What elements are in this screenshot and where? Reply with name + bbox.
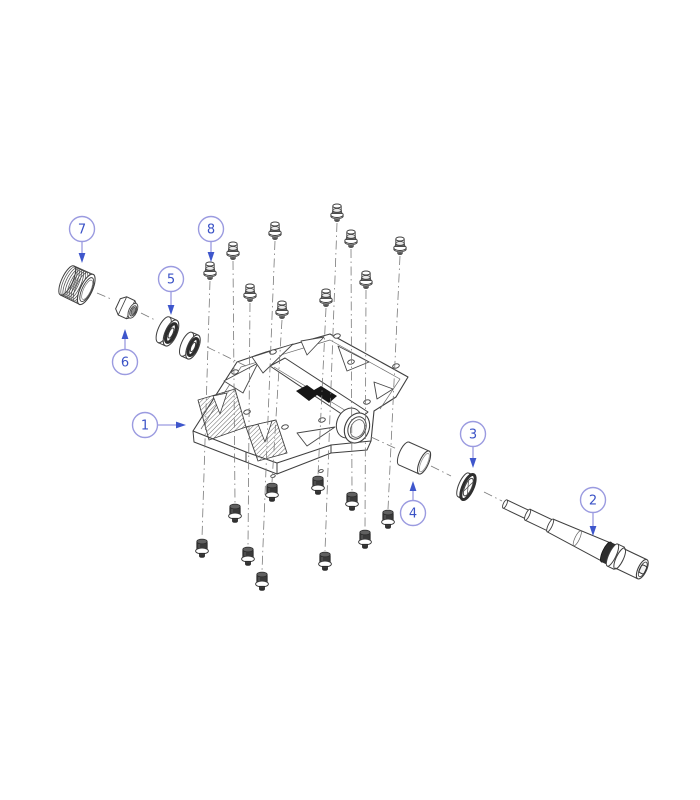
bushing-drawing: [396, 441, 432, 475]
callout-circle: [68, 215, 96, 243]
callout-circle: [459, 420, 487, 448]
callout-arrow: [167, 305, 175, 315]
pedal-body-drawing: [192, 333, 409, 478]
callout-arrow: [78, 253, 86, 263]
callout-number: 2: [589, 494, 597, 509]
callout-number: 5: [167, 273, 175, 288]
callout-1: 1: [131, 411, 186, 439]
callout-arrow: [589, 526, 597, 536]
pin-holes: [231, 333, 400, 478]
spindle-axle-drawing: [502, 499, 649, 580]
pin-guide-line: [387, 255, 401, 510]
callout-number: 1: [141, 419, 149, 434]
brand-logo-mark: [296, 385, 337, 403]
lock-nut-drawing: [115, 296, 139, 320]
pin-guide-line: [364, 289, 367, 530]
bearing-pair-drawing: [155, 316, 201, 360]
callout-circle: [157, 265, 185, 293]
callout-circle: [111, 348, 139, 376]
pin-guide-line: [261, 240, 276, 572]
bearing-drawing: [155, 316, 180, 347]
callout-circle: [579, 486, 607, 514]
callout-circle: [131, 411, 159, 439]
callout-arrow: [409, 481, 417, 491]
callout-5: 5: [157, 265, 185, 315]
callout-arrow: [207, 252, 215, 262]
callout-number: 6: [121, 356, 129, 371]
callout-number: 8: [207, 223, 215, 238]
spindle-barrel: [335, 407, 371, 444]
pin-guide-lines: [201, 222, 401, 572]
callout-number: 3: [469, 428, 477, 443]
callout-circle: [197, 215, 225, 243]
axis-centerline: [96, 292, 503, 502]
bearing-drawing: [178, 331, 201, 360]
pin-guide-line: [350, 248, 353, 492]
callout-circle: [399, 499, 427, 527]
threaded-end-cap-drawing: [58, 265, 96, 306]
callout-3: 3: [459, 420, 487, 468]
callout-7: 7: [68, 215, 96, 263]
pin-guide-line: [232, 260, 236, 504]
pin-guide-line: [247, 302, 251, 547]
callout-4: 4: [399, 481, 427, 527]
pin-guide-line: [324, 222, 338, 552]
hex-socket: [638, 564, 648, 575]
callout-arrow: [176, 421, 186, 429]
seal-washer-drawing: [456, 472, 477, 501]
callout-6: 6: [111, 329, 139, 376]
callout-number: 7: [78, 223, 86, 238]
pin-guide-line: [317, 307, 327, 476]
callout-8: 8: [197, 215, 225, 262]
pin-guide-line: [201, 280, 211, 539]
pin-guide-line: [271, 319, 283, 483]
pedal-cutouts: [223, 336, 394, 447]
callout-arrow: [121, 329, 129, 339]
callout-arrow: [469, 458, 477, 468]
callout-number: 4: [409, 507, 417, 522]
callout-2: 2: [579, 486, 607, 536]
